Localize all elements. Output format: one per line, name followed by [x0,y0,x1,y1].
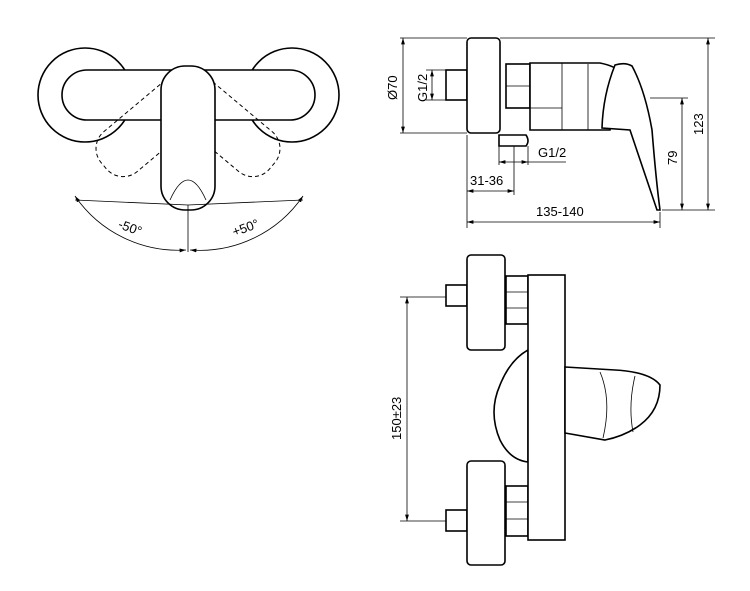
upper-flange [466,254,506,351]
lower-nut [505,485,529,537]
side-view: Ø70 G1/2 G1/2 31-36 135-140 79 123 [385,37,715,228]
upper-nut [505,275,529,325]
body-plate [527,274,566,541]
lever [601,62,661,211]
outlet [498,134,529,147]
front-view: 150±23 [389,254,661,566]
diameter-label: Ø70 [385,75,400,100]
lever-front [564,366,661,441]
centre-distance-label: 150±23 [389,397,404,440]
upper-nipple [445,284,468,307]
height-lever-label: 79 [665,151,680,165]
lower-nipple [445,509,468,532]
thread-inlet-label: G1/2 [415,74,430,102]
height-total-label: 123 [691,113,706,135]
angle-left-label: -50° [116,216,144,238]
top-view: -50° +50° [37,47,340,253]
outlet-offset-label: 31-36 [470,173,503,188]
flange [466,37,501,134]
depth-label: 135-140 [536,204,584,219]
lower-flange [466,460,506,566]
handle [160,65,216,211]
angle-right-label: +50° [230,216,261,239]
thread-outlet-label: G1/2 [538,145,566,160]
body-profile [493,348,529,463]
inlet-nipple [445,69,468,101]
